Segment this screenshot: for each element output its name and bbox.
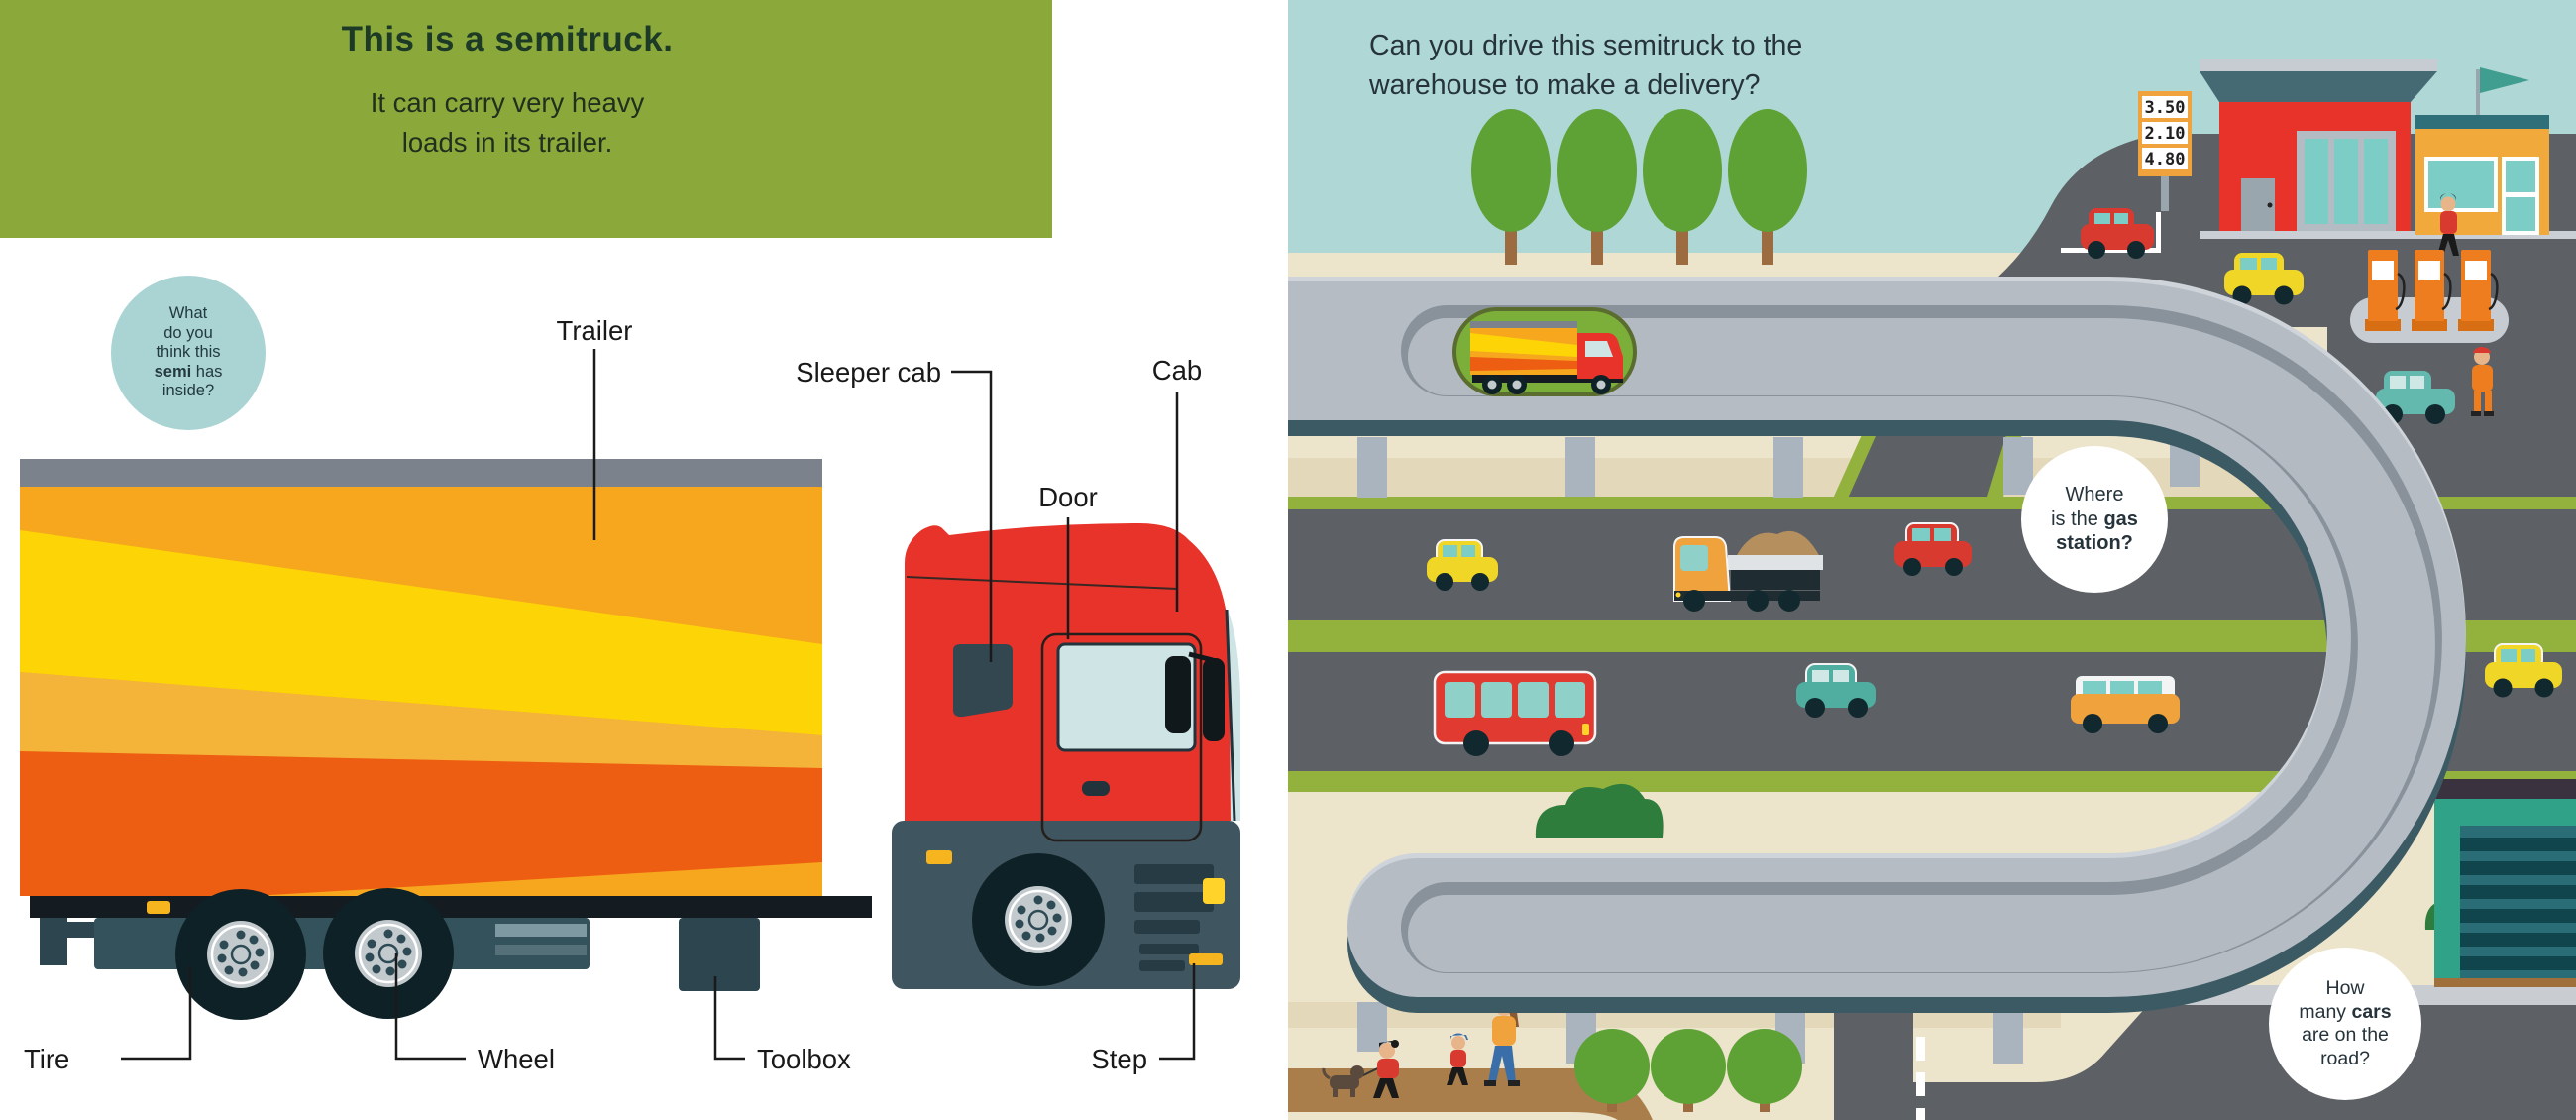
leader-toolbox [713, 976, 745, 1061]
attendant [2471, 346, 2494, 416]
page-subtitle: It can carry very heavy loads in its tra… [370, 87, 645, 158]
count-cars-bubble: How many cars are on the road? [2269, 948, 2421, 1100]
tree [1728, 109, 1807, 265]
leader-lines [121, 349, 1196, 1061]
leader-sleeper-cab [951, 370, 993, 662]
red-car [1894, 522, 1972, 576]
headlight [1203, 878, 1225, 904]
tree [1643, 109, 1722, 265]
sleeper-window [953, 644, 1013, 718]
driver-seat [1165, 656, 1191, 733]
door-handle [1082, 781, 1110, 796]
label-wheel: Wheel [478, 1044, 555, 1074]
activity-question: Can you drive this semitruck to the ware… [1369, 30, 1803, 101]
cab-door [1040, 632, 1203, 842]
fuel-pump [2365, 250, 2406, 331]
label-cab: Cab [1151, 355, 1203, 386]
label-door: Door [1038, 482, 1098, 512]
warehouse-building [2200, 59, 2549, 235]
tree-row [1471, 109, 1807, 265]
cab [892, 523, 1240, 989]
cab-step [1189, 953, 1223, 965]
fuel-pump [2412, 250, 2452, 331]
walking-boy [1447, 1033, 1468, 1085]
yellow-car [1427, 539, 1498, 591]
tree [1727, 1029, 1802, 1112]
flag [2480, 67, 2529, 93]
gas-price-sign: 3.50 2.10 4.80 [2138, 91, 2192, 211]
tree [1471, 109, 1551, 265]
fuel-pumps [2350, 250, 2509, 343]
fuel-pump [2458, 250, 2499, 331]
semitruck-illustration [20, 349, 1240, 1061]
page-left-diagram: This is a semitruck. It can carry very h… [0, 0, 1240, 1074]
bus [1433, 670, 1597, 756]
wheel-rear-1 [175, 889, 306, 1020]
yellow-car-station [2224, 253, 2304, 305]
label-step: Step [1091, 1044, 1147, 1074]
wheel-front [972, 853, 1105, 986]
page-title: This is a semitruck. [341, 20, 674, 58]
tree [1651, 1029, 1726, 1112]
page-right-scene: 3.50 2.10 4.80 [1288, 0, 2576, 1120]
leader-tire [121, 966, 192, 1061]
teal-car-station [2376, 371, 2455, 424]
svg-text:4.80: 4.80 [2145, 150, 2186, 169]
bush [1535, 783, 1664, 838]
side-street [1834, 999, 1913, 1120]
lane-dashes [1916, 1037, 1925, 1120]
label-sleeper-cab: Sleeper cab [796, 357, 941, 388]
dog [1322, 1065, 1364, 1097]
slider-truck-piece[interactable] [1452, 307, 1637, 396]
red-car-station [2081, 208, 2154, 259]
svg-text:3.50: 3.50 [2145, 98, 2186, 118]
elevated-road [1288, 277, 2466, 1013]
leader-wheel [394, 953, 466, 1061]
parking-lines [2061, 212, 2161, 253]
label-tire: Tire [24, 1044, 70, 1074]
tree [1557, 109, 1637, 265]
city-scene: 3.50 2.10 4.80 [1288, 0, 2576, 1120]
toolbox [679, 918, 760, 991]
van [2071, 676, 2180, 733]
garage-building [2434, 779, 2576, 987]
wheel-rear-2 [323, 888, 454, 1019]
dog-walker [1322, 1040, 1399, 1098]
gas-station-bubble: Where is the gas station? [2021, 446, 2168, 593]
svg-text:2.10: 2.10 [2145, 124, 2186, 144]
trailer [20, 459, 822, 896]
dump-truck [1673, 530, 1823, 612]
teal-car [1796, 663, 1876, 718]
door-window [1056, 642, 1197, 752]
yellow-car-right [2485, 643, 2562, 698]
tree [1574, 1029, 1650, 1112]
leader-step [1159, 963, 1196, 1061]
think-bubble: What do you think this semi has inside? [111, 276, 266, 430]
label-toolbox: Toolbox [757, 1044, 851, 1074]
side-mirror [1203, 658, 1225, 741]
label-trailer: Trailer [556, 315, 633, 346]
bottom-trees [1574, 1029, 1802, 1112]
trailer-wheels [175, 888, 454, 1020]
header-band: This is a semitruck. It can carry very h… [0, 0, 1052, 238]
